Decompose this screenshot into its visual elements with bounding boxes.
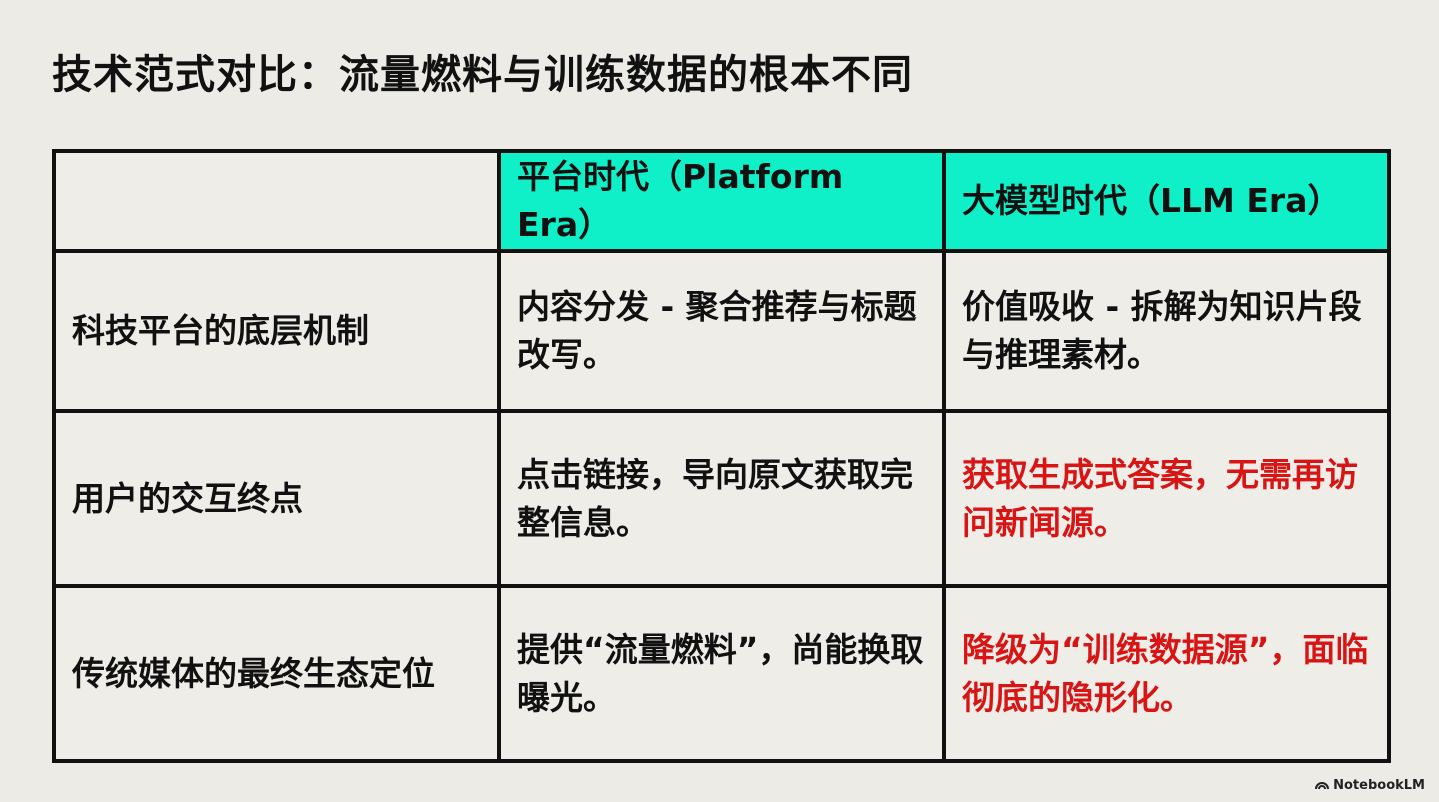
- table-header-row: 平台时代（Platform Era） 大模型时代（LLM Era）: [52, 149, 1391, 253]
- llm-cell: 价值吸收 - 拆解为知识片段与推理素材。: [942, 249, 1391, 413]
- platform-cell: 内容分发 - 聚合推荐与标题改写。: [497, 249, 946, 413]
- table-row: 用户的交互终点 点击链接，导向原文获取完整信息。 获取生成式答案，无需再访问新闻…: [52, 409, 1391, 588]
- header-llm-era: 大模型时代（LLM Era）: [942, 149, 1391, 253]
- row-label: 用户的交互终点: [52, 409, 501, 588]
- table-row: 科技平台的底层机制 内容分发 - 聚合推荐与标题改写。 价值吸收 - 拆解为知识…: [52, 249, 1391, 413]
- comparison-table: 平台时代（Platform Era） 大模型时代（LLM Era） 科技平台的底…: [52, 149, 1391, 763]
- brand-label: NotebookLM: [1333, 778, 1425, 793]
- platform-cell: 提供“流量燃料”，尚能换取曝光。: [497, 584, 946, 763]
- row-label: 传统媒体的最终生态定位: [52, 584, 501, 763]
- platform-cell: 点击链接，导向原文获取完整信息。: [497, 409, 946, 588]
- header-empty: [52, 149, 501, 253]
- table-row: 传统媒体的最终生态定位 提供“流量燃料”，尚能换取曝光。 降级为“训练数据源”，…: [52, 584, 1391, 763]
- notebooklm-logo-icon: [1315, 778, 1330, 793]
- brand-watermark: NotebookLM: [1315, 778, 1425, 793]
- llm-cell-highlight: 降级为“训练数据源”，面临彻底的隐形化。: [942, 584, 1391, 763]
- row-label: 科技平台的底层机制: [52, 249, 501, 413]
- header-platform-era: 平台时代（Platform Era）: [497, 149, 946, 253]
- llm-cell-highlight: 获取生成式答案，无需再访问新闻源。: [942, 409, 1391, 588]
- page-title: 技术范式对比：流量燃料与训练数据的根本不同: [52, 52, 913, 98]
